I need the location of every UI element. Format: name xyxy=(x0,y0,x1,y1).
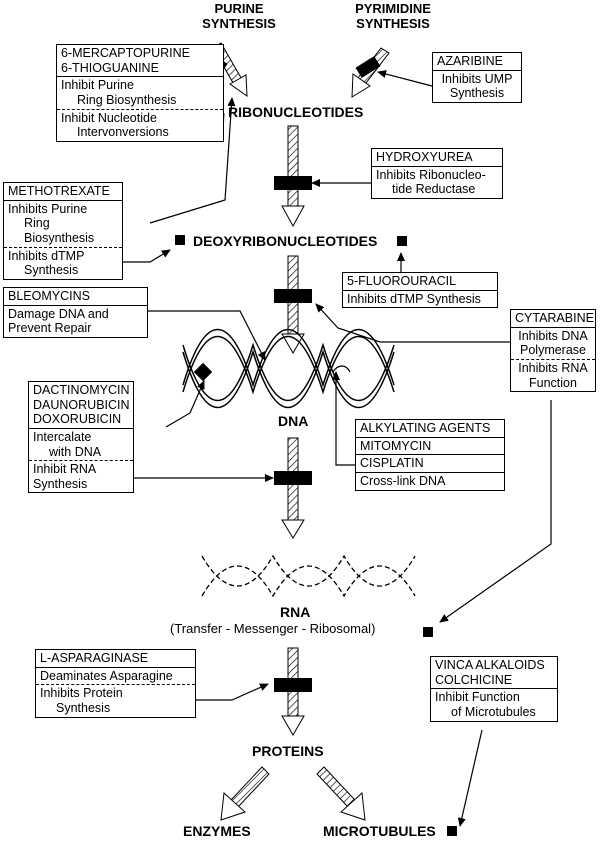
drug-effect: Intervonversions xyxy=(77,125,169,140)
vinca-alkaloids-box: VINCA ALKALOIDS COLCHICINE Inhibit Funct… xyxy=(430,656,558,722)
cytarabine-connector-dna xyxy=(315,303,510,343)
drug-name: COLCHICINE xyxy=(435,672,513,687)
microtubules-marker xyxy=(447,826,457,836)
ribo-to-deoxy-arrow xyxy=(281,125,305,228)
rna-types-label: (Transfer - Messenger - Ribosomal) xyxy=(170,621,376,636)
drug-effect: Inhibits DNA xyxy=(518,328,588,343)
fluorouracil-inhibition-block xyxy=(274,289,312,303)
proteins-label: PROTEINS xyxy=(252,743,324,759)
proteins-to-microtubules-arrow xyxy=(316,766,366,821)
drug-name: CYTARABINE xyxy=(515,311,594,325)
bleomycin-connector xyxy=(148,310,266,361)
microtubules-label: MICROTUBULES xyxy=(323,823,436,839)
mercaptopurine-box: 6-MERCAPTOPURINE 6-THIOGUANINE Inhibit P… xyxy=(56,44,224,142)
drug-effect: Prevent Repair xyxy=(8,321,92,336)
drug-effect: Inhibit RNA xyxy=(33,462,97,477)
drug-effect: Damage DNA and xyxy=(8,306,109,321)
vinca-connector xyxy=(457,729,483,827)
rna-label: RNA xyxy=(280,604,311,620)
alkylating-agents-box: ALKYLATING AGENTS MITOMYCIN CISPLATIN Cr… xyxy=(355,419,505,491)
drug-name: 5-FLUOROURACIL xyxy=(347,274,457,288)
deoxy-right-marker xyxy=(397,236,407,246)
drug-effect: Inhibit Purine xyxy=(61,78,134,93)
drug-name: 6-MERCAPTOPURINE xyxy=(61,46,190,60)
drug-name: BLEOMYCINS xyxy=(8,289,90,303)
drug-name: DACTINOMYCIN xyxy=(33,383,130,397)
drug-name: CISPLATIN xyxy=(360,456,424,471)
drug-effect: Intercalate xyxy=(33,429,92,444)
drug-effect: Inhibits Purine xyxy=(8,201,88,216)
enzymes-label: ENZYMES xyxy=(183,823,251,839)
drug-effect: Function xyxy=(529,375,577,390)
dactinomycin-inhibition-block xyxy=(274,471,312,485)
drug-effect: Synthesis xyxy=(56,700,111,715)
rna-strands xyxy=(201,554,416,598)
fluorouracil-box: 5-FLUOROURACIL Inhibits dTMP Synthesis xyxy=(342,272,498,309)
azaribine-box: AZARIBINE Inhibits UMP Synthesis xyxy=(432,52,522,103)
methotrexate-connector-2 xyxy=(122,249,171,263)
drug-effect: Inhibits Ribonucleo- xyxy=(376,167,486,182)
purine-synthesis-label: PURINE SYNTHESIS xyxy=(202,1,276,31)
asparaginase-connector xyxy=(196,683,269,701)
drug-name: MITOMYCIN xyxy=(360,438,432,453)
drug-name: AZARIBINE xyxy=(437,54,503,68)
drug-effect: Deaminates Asparagine xyxy=(40,668,173,683)
bleomycins-box: BLEOMYCINS Damage DNA and Prevent Repair xyxy=(3,287,148,338)
drug-effect: Inhibit Nucleotide xyxy=(61,110,157,125)
asparaginase-box: L-ASPARAGINASE Deaminates Asparagine Inh… xyxy=(35,649,196,718)
drug-effect: Inhibits UMP xyxy=(441,71,513,86)
dna-helix xyxy=(182,328,395,409)
dactinomycin-box: DACTINOMYCIN DAUNORUBICIN DOXORUBICIN In… xyxy=(28,381,134,494)
drug-effect: Inhibits Protein xyxy=(40,686,123,701)
alkylating-connector xyxy=(332,371,355,466)
drug-name: 6-THIOGUANINE xyxy=(61,60,159,75)
dna-label: DNA xyxy=(278,413,309,429)
deoxy-to-dna-arrow xyxy=(281,255,305,354)
drug-class: ALKYLATING AGENTS xyxy=(360,421,491,435)
drug-name: METHOTREXATE xyxy=(8,184,110,198)
drug-effect: Synthesis xyxy=(24,263,79,278)
pyrimidine-synthesis-label: PYRIMIDINE SYNTHESIS xyxy=(355,1,431,31)
drug-effect: Ring Biosynthesis xyxy=(77,92,177,107)
deoxy-left-marker xyxy=(175,235,185,245)
drug-effect: Ring Biosynthesis xyxy=(24,216,95,245)
hydroxyurea-inhibition-block xyxy=(274,176,312,190)
pyrimidine-flow-arrow xyxy=(351,47,390,98)
dna-to-rna-arrow xyxy=(281,437,305,539)
drug-effect: Synthesis xyxy=(449,86,505,101)
drug-name: VINCA ALKALOIDS xyxy=(435,658,545,672)
drug-name: HYDROXYUREA xyxy=(376,150,473,164)
drug-effect: Inhibit Function xyxy=(435,690,520,705)
drug-effect: of Microtubules xyxy=(451,704,536,719)
dactinomycin-connector-intercalate xyxy=(165,380,205,428)
methotrexate-box: METHOTREXATE Inhibits Purine Ring Biosyn… xyxy=(3,182,123,280)
drug-name: L-ASPARAGINASE xyxy=(40,651,149,665)
cytarabine-connector-rna xyxy=(439,400,552,623)
asparaginase-inhibition-block xyxy=(274,678,312,692)
cytarabine-box: CYTARABINE Inhibits DNA Polymerase Inhib… xyxy=(510,309,596,393)
ribonucleotides-label: RIBONUCLEOTIDES xyxy=(228,104,364,120)
drug-effect: Inhibits dTMP xyxy=(8,248,85,263)
deoxyribonucleotides-label: DEOXYRIBONUCLEOTIDES xyxy=(193,233,378,249)
drug-name: DAUNORUBICIN xyxy=(33,397,130,412)
proteins-to-enzymes-arrow xyxy=(220,766,270,821)
hydroxyurea-box: HYDROXYUREA Inhibits Ribonucleo- tide Re… xyxy=(371,148,503,199)
drug-effect: with DNA xyxy=(49,444,102,459)
drug-effect: Synthesis xyxy=(33,476,88,491)
rna-marker xyxy=(423,627,433,637)
drug-effect: Inhibits dTMP Synthesis xyxy=(347,291,481,306)
drug-effect: Inhibits RNA xyxy=(518,360,588,375)
drug-name: DOXORUBICIN xyxy=(33,412,122,427)
methotrexate-connector-1 xyxy=(149,97,236,224)
drug-effect: Polymerase xyxy=(520,343,586,358)
drug-effect: Cross-link DNA xyxy=(360,473,446,488)
azaribine-connector xyxy=(377,70,433,87)
drug-effect: tide Reductase xyxy=(392,182,476,197)
